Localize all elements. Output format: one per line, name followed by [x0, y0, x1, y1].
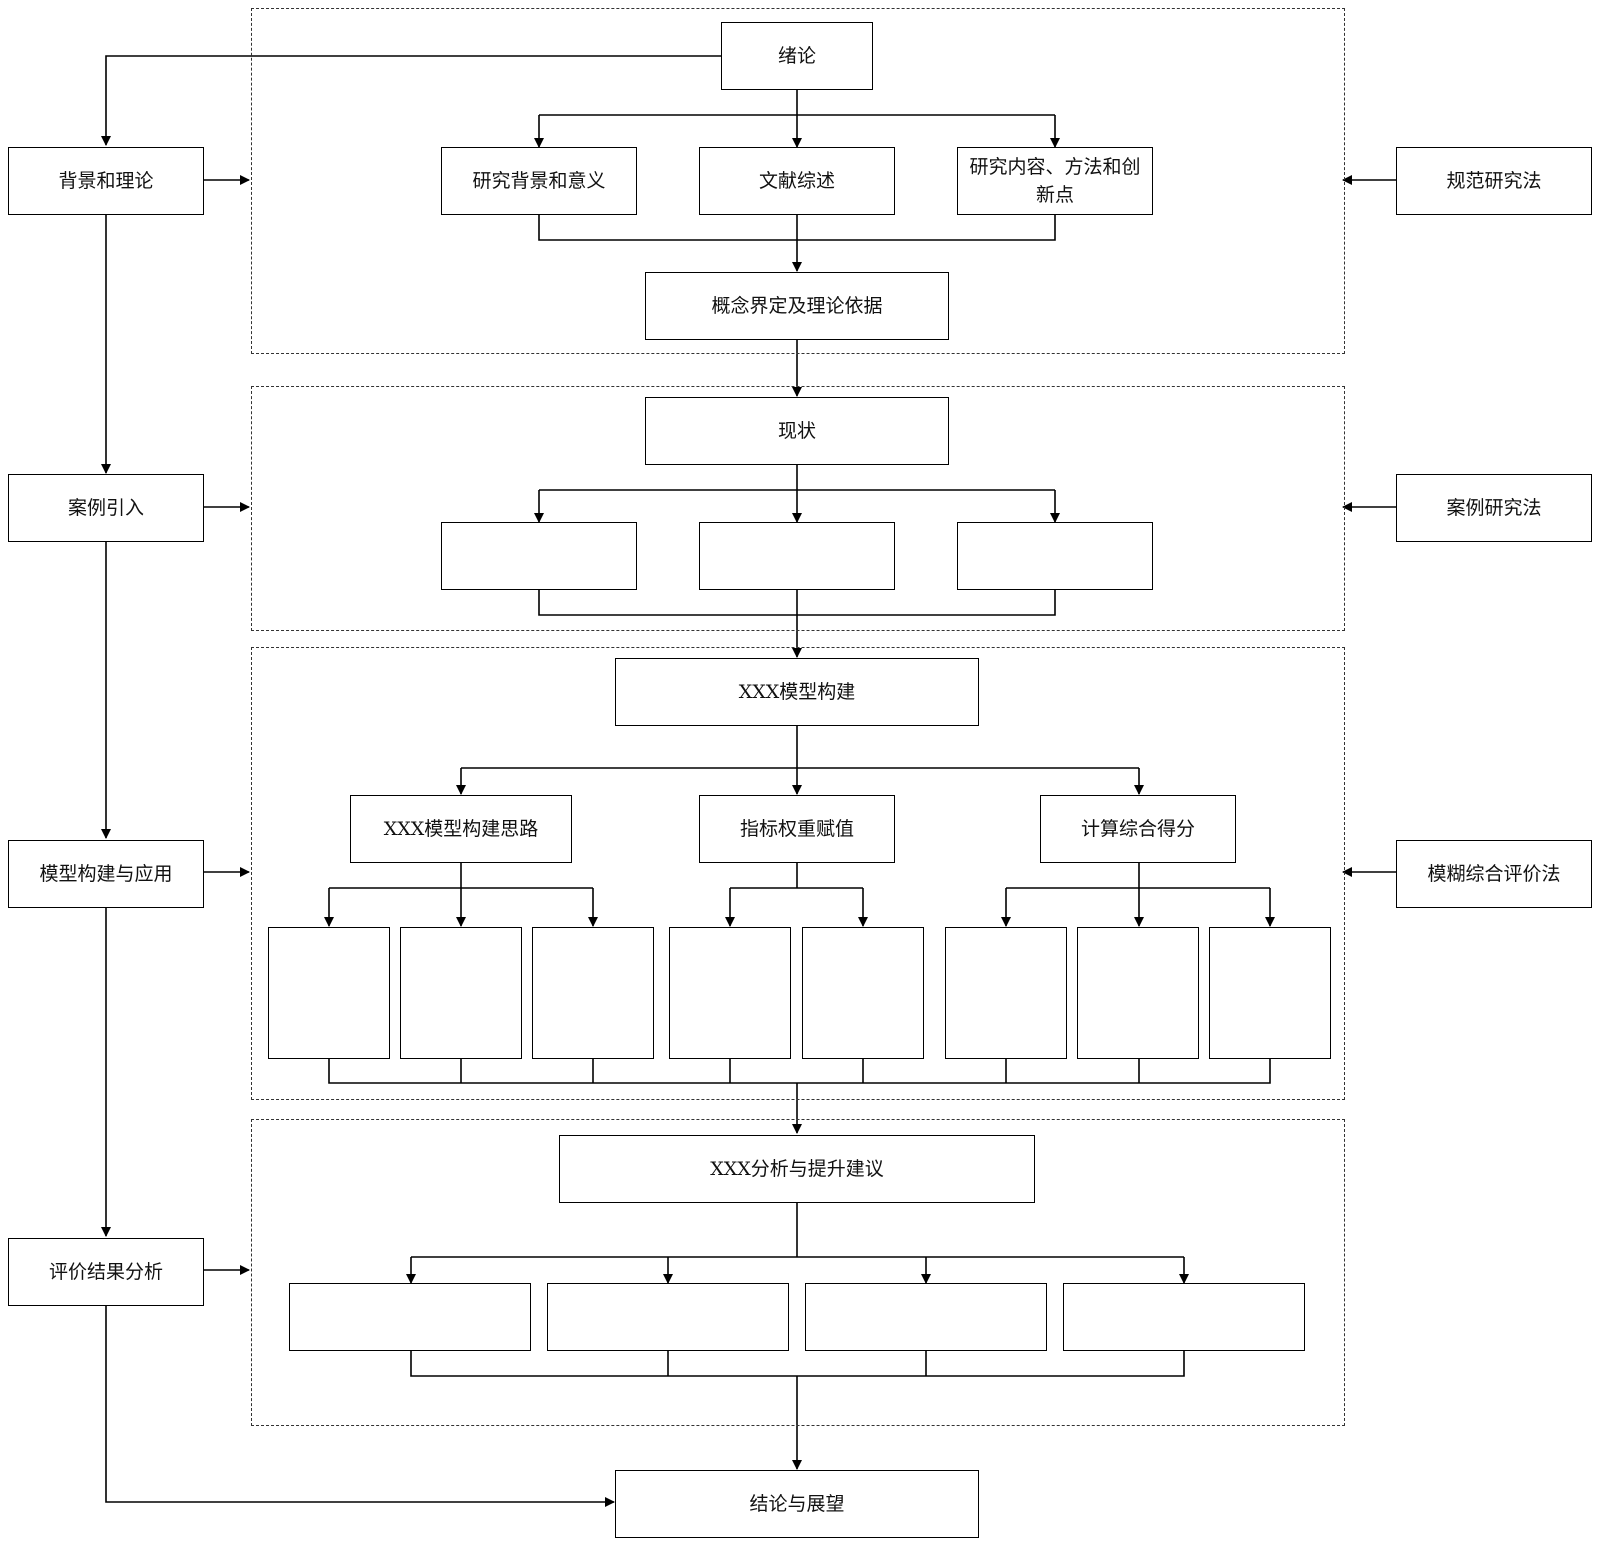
status-sub-box-3 [957, 522, 1153, 590]
connector-evaluation-to-conclusion [105, 1303, 615, 1507]
model-idea-box: XXX模型构建思路 [350, 795, 572, 863]
region-intro-theory [251, 8, 1345, 354]
background-theory-box: 背景和理论 [8, 147, 204, 215]
case-method-box: 案例研究法 [1396, 474, 1592, 542]
status-sub-box-2 [699, 522, 895, 590]
analysis-sub-box-1 [289, 1283, 531, 1351]
model-build-box: XXX模型构建 [615, 658, 979, 726]
analysis-sub-box-4 [1063, 1283, 1305, 1351]
evaluation-analysis-box: 评价结果分析 [8, 1238, 204, 1306]
status-box: 现状 [645, 397, 949, 465]
status-sub-box-1 [441, 522, 637, 590]
connector-intro-to-background [101, 55, 721, 146]
model-build-apply-box: 模型构建与应用 [8, 840, 204, 908]
model-sub-box-4 [669, 927, 791, 1059]
content-method-innovation-box: 研究内容、方法和创新点 [957, 147, 1153, 215]
model-sub-box-3 [532, 927, 654, 1059]
analysis-sub-box-3 [805, 1283, 1047, 1351]
model-sub-box-7 [1077, 927, 1199, 1059]
conclusion-box: 结论与展望 [615, 1470, 979, 1538]
case-intro-box: 案例引入 [8, 474, 204, 542]
region-analysis-suggestions [251, 1119, 1345, 1426]
analysis-suggestions-box: XXX分析与提升建议 [559, 1135, 1035, 1203]
intro-box: 绪论 [721, 22, 873, 90]
concepts-theory-box: 概念界定及理论依据 [645, 272, 949, 340]
region-status-case [251, 386, 1345, 631]
weight-assign-box: 指标权重赋值 [699, 795, 895, 863]
background-significance-box: 研究背景和意义 [441, 147, 637, 215]
region-model-build [251, 647, 1345, 1100]
normative-method-box: 规范研究法 [1396, 147, 1592, 215]
literature-review-box: 文献综述 [699, 147, 895, 215]
model-sub-box-8 [1209, 927, 1331, 1059]
model-sub-box-1 [268, 927, 390, 1059]
score-calc-box: 计算综合得分 [1040, 795, 1236, 863]
fuzzy-method-box: 模糊综合评价法 [1396, 840, 1592, 908]
model-sub-box-6 [945, 927, 1067, 1059]
model-sub-box-5 [802, 927, 924, 1059]
analysis-sub-box-2 [547, 1283, 789, 1351]
model-sub-box-2 [400, 927, 522, 1059]
